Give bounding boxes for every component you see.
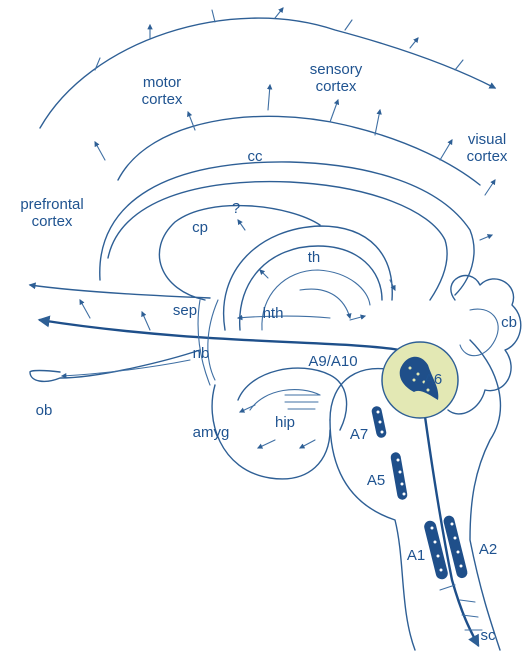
cerebellum	[448, 276, 521, 414]
th-fiber	[300, 289, 350, 318]
cerebellum-lobe	[460, 309, 498, 356]
label-sep: sep	[167, 302, 203, 319]
brainstem-right	[470, 340, 500, 650]
label-ob: ob	[30, 402, 58, 419]
label-prefrontal: prefrontal	[12, 196, 92, 213]
label-amyg: amyg	[188, 424, 234, 441]
sep-fiber	[208, 300, 218, 380]
label-cc: cc	[240, 148, 270, 165]
hip-inner	[250, 390, 320, 410]
label-motor: motor	[127, 74, 197, 91]
label-a5: A5	[362, 472, 390, 489]
cortex-arc-middle	[118, 116, 480, 185]
label-cb: cb	[495, 314, 523, 331]
a5-nucleus	[390, 451, 408, 500]
prefrontal-branches	[80, 300, 150, 330]
label-a1: A1	[402, 547, 430, 564]
th-loop-outer	[224, 226, 393, 330]
label-visual-cortex-word: cortex	[452, 148, 522, 165]
cortex-arc-outer	[40, 18, 495, 128]
label-sensory-cortex: sensory cortex	[296, 61, 376, 95]
label-hth: hth	[256, 305, 290, 322]
label-visual-cortex: visual cortex	[452, 131, 522, 165]
label-sensory: sensory	[296, 61, 376, 78]
label-visual: visual	[452, 131, 522, 148]
label-a6: A6	[418, 371, 448, 388]
label-nb: nb	[187, 345, 215, 362]
label-cp: cp	[185, 219, 215, 236]
label-prefrontal-cortex: prefrontal cortex	[12, 196, 92, 230]
olfactory-bulb	[30, 350, 200, 381]
label-th: th	[302, 249, 326, 266]
olfactory-tract	[62, 360, 190, 376]
label-a7: A7	[345, 426, 373, 443]
label-motor-cortex: motor cortex	[127, 74, 197, 108]
label-a9-a10: A9/A10	[302, 353, 364, 370]
cc-inner	[108, 182, 447, 300]
label-hip: hip	[270, 414, 300, 431]
label-sensory-cortex-word: cortex	[296, 78, 376, 95]
main-ascending-fiber	[40, 320, 400, 350]
cp-loop	[159, 206, 320, 300]
label-prefrontal-cortex-word: cortex	[12, 213, 92, 230]
label-question: ?	[228, 200, 244, 217]
label-sc: sc	[474, 627, 502, 644]
descending-fiber	[420, 380, 478, 645]
label-motor-cortex-word: cortex	[127, 91, 197, 108]
brainstem-left	[330, 420, 415, 650]
label-a2: A2	[474, 541, 502, 558]
